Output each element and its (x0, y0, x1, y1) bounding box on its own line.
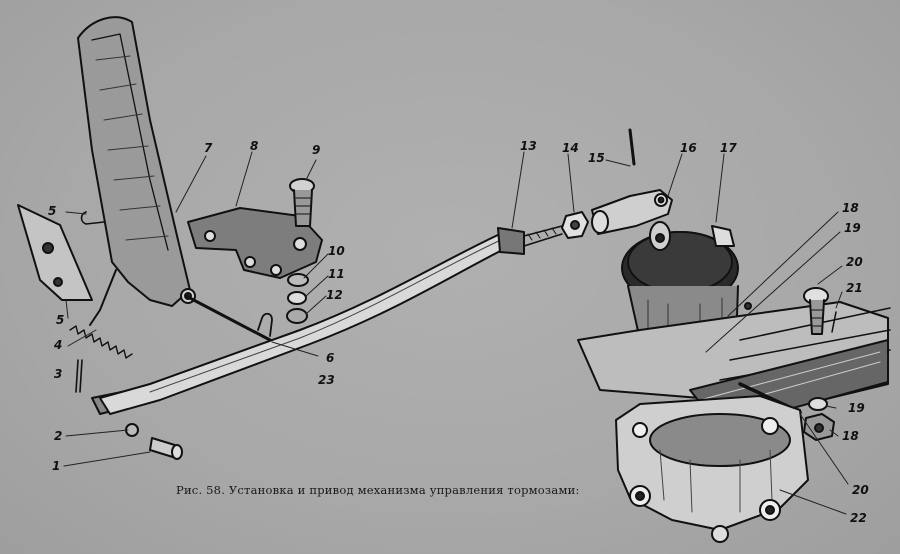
mounting-plate (17, 204, 105, 301)
callout-label: 21 (846, 281, 863, 295)
callout-label: 22 (850, 511, 867, 525)
callout-label: 5 (56, 313, 65, 327)
leader-lines (63, 151, 849, 515)
clip (257, 312, 273, 337)
return-spring (69, 325, 133, 359)
washer (831, 311, 837, 333)
callout-label: 15 (588, 151, 605, 165)
bolt (289, 178, 315, 227)
pedal-bracket (187, 207, 323, 279)
washer (286, 308, 308, 324)
pull-rod (184, 294, 272, 342)
callout-label: 4 (54, 338, 63, 352)
callout-label: 10 (328, 244, 345, 258)
callout-label: 17 (720, 141, 737, 155)
clevis-pin (628, 128, 636, 166)
callout-label: 23 (318, 373, 335, 387)
callout-label: 14 (562, 141, 579, 155)
valve-body (615, 395, 809, 543)
clevis (591, 189, 673, 235)
washer (287, 273, 309, 287)
cotter-pin (75, 359, 83, 393)
control-tube (99, 225, 563, 415)
callout-label: 12 (326, 288, 343, 302)
brake-pedal (77, 16, 196, 326)
washer (808, 397, 828, 411)
callout-label: 20 (846, 255, 863, 269)
callout-label: 2 (54, 429, 63, 443)
callout-label: 18 (842, 429, 859, 443)
callout-label: 19 (848, 401, 865, 415)
callout-label: 18 (842, 201, 859, 215)
figure-caption: Рис. 58. Установка и привод механизма уп… (176, 483, 580, 497)
lock-nut (561, 211, 589, 239)
callout-label: 9 (312, 143, 321, 157)
callout-label: 20 (852, 483, 869, 497)
callout-label: 19 (844, 221, 861, 235)
callout-label: 5 (48, 204, 57, 218)
callout-label: 11 (328, 267, 345, 281)
callout-label: 6 (326, 351, 335, 365)
callout-label: 16 (680, 141, 697, 155)
callout-label: 8 (250, 139, 259, 153)
callout-label: 3 (54, 367, 63, 381)
bracket-bolt (803, 287, 829, 335)
callout-label: 7 (204, 141, 213, 155)
washer (287, 291, 307, 305)
callout-label: 1 (52, 459, 61, 473)
callout-label: 13 (520, 139, 537, 153)
